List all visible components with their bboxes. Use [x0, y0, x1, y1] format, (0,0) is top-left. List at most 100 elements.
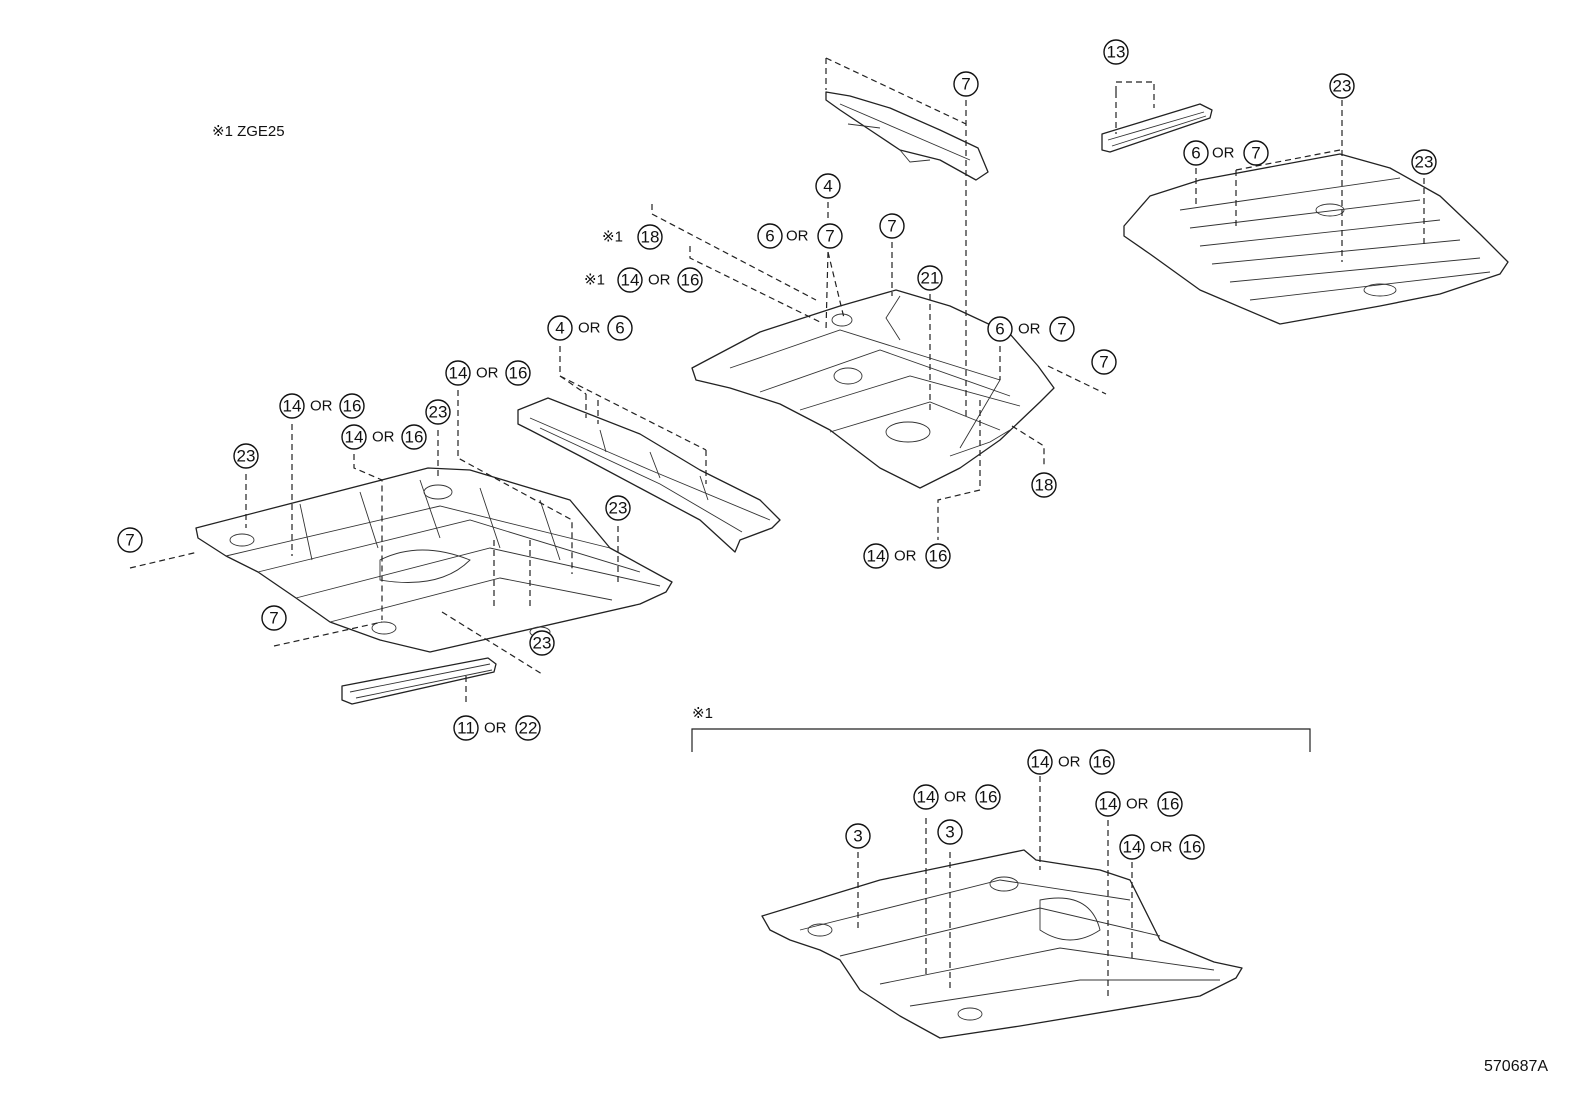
- drawing-code: 570687A: [1484, 1058, 1549, 1075]
- callout-mark1-14-or-16: ※1 14 OR 16: [584, 267, 703, 293]
- svg-text:16: 16: [929, 547, 948, 566]
- callout-7: 7: [261, 605, 287, 631]
- rear-floor-pan: [691, 289, 1055, 489]
- svg-text:※1: ※1: [602, 229, 623, 246]
- callout-11-or-22: 11 OR 22: [453, 715, 541, 741]
- svg-text:OR: OR: [484, 720, 507, 737]
- svg-text:OR: OR: [894, 548, 917, 565]
- callout-7: 7: [879, 213, 905, 239]
- svg-text:6: 6: [765, 227, 774, 246]
- svg-text:18: 18: [1035, 476, 1054, 495]
- callout-3: 3: [845, 823, 871, 849]
- svg-text:14: 14: [1123, 838, 1142, 857]
- inset-front-floor-pan: [761, 849, 1243, 1039]
- svg-text:7: 7: [269, 609, 278, 628]
- svg-text:OR: OR: [1150, 839, 1173, 856]
- callout-3: 3: [937, 819, 963, 845]
- svg-text:4: 4: [823, 177, 832, 196]
- svg-text:OR: OR: [648, 272, 671, 289]
- svg-text:14: 14: [1031, 753, 1050, 772]
- svg-text:11: 11: [457, 719, 475, 738]
- svg-text:OR: OR: [1018, 321, 1041, 338]
- callout-23: 23: [1411, 149, 1437, 175]
- callout-4-or-6: 4 OR 6: [547, 315, 633, 341]
- svg-text:7: 7: [1099, 353, 1108, 372]
- callout-21: 21: [917, 265, 943, 291]
- svg-text:7: 7: [1057, 320, 1066, 339]
- callout-23: 23: [425, 399, 451, 425]
- callout-7: 7: [953, 71, 979, 97]
- svg-text:14: 14: [917, 788, 936, 807]
- luggage-floor-pan: [1123, 153, 1509, 325]
- svg-text:7: 7: [125, 531, 134, 550]
- callout-7: 7: [1091, 349, 1117, 375]
- svg-text:16: 16: [1183, 838, 1202, 857]
- svg-text:23: 23: [237, 447, 256, 466]
- svg-text:3: 3: [853, 827, 862, 846]
- callouts: 13 23 23 6 OR 7 7 4 6 OR 7 7: [117, 39, 1437, 860]
- svg-text:OR: OR: [476, 365, 499, 382]
- svg-text:OR: OR: [1126, 796, 1149, 813]
- callout-14-or-16: 14 OR 16: [1027, 749, 1115, 775]
- svg-text:14: 14: [621, 271, 640, 290]
- svg-text:14: 14: [449, 364, 468, 383]
- callout-7: 7: [117, 527, 143, 553]
- callout-13: 13: [1103, 39, 1129, 65]
- svg-text:OR: OR: [310, 398, 333, 415]
- callout-23: 23: [529, 630, 555, 656]
- callout-18: 18: [1031, 472, 1057, 498]
- svg-text:OR: OR: [372, 429, 395, 446]
- svg-text:23: 23: [609, 499, 628, 518]
- front-floor-pan: [195, 467, 673, 653]
- callout-14-or-16: 14 OR 16: [445, 360, 531, 386]
- callout-23: 23: [1329, 73, 1355, 99]
- svg-text:OR: OR: [1212, 145, 1235, 162]
- callout-4: 4: [815, 173, 841, 199]
- svg-text:OR: OR: [1058, 754, 1081, 771]
- svg-text:7: 7: [825, 227, 834, 246]
- upper-crossmember: [825, 91, 989, 181]
- svg-text:22: 22: [519, 719, 538, 738]
- callout-14-or-16: 14 OR 16: [279, 393, 365, 419]
- callout-14-or-16: 14 OR 16: [913, 784, 1001, 810]
- svg-text:6: 6: [995, 320, 1004, 339]
- svg-text:16: 16: [1161, 795, 1180, 814]
- svg-text:7: 7: [887, 217, 896, 236]
- svg-text:6: 6: [1191, 144, 1200, 163]
- svg-text:3: 3: [945, 823, 954, 842]
- svg-text:23: 23: [1415, 153, 1434, 172]
- svg-text:21: 21: [921, 269, 940, 288]
- front-sill-member: [341, 657, 497, 705]
- svg-text:23: 23: [429, 403, 448, 422]
- svg-text:23: 23: [1333, 77, 1352, 96]
- svg-text:OR: OR: [944, 789, 967, 806]
- svg-text:14: 14: [345, 428, 364, 447]
- callout-mark1-18: ※1 18: [602, 224, 663, 250]
- svg-text:※1: ※1: [584, 272, 605, 289]
- svg-text:23: 23: [533, 634, 552, 653]
- center-tunnel-member: [517, 397, 781, 553]
- svg-text:16: 16: [681, 271, 700, 290]
- callout-14-or-16: 14 OR 16: [863, 543, 951, 569]
- svg-text:14: 14: [1099, 795, 1118, 814]
- rear-reinforcement: [1101, 103, 1213, 153]
- svg-text:13: 13: [1107, 43, 1126, 62]
- leader-lines: [129, 57, 1425, 1000]
- svg-text:7: 7: [961, 75, 970, 94]
- svg-text:18: 18: [641, 228, 660, 247]
- callout-23: 23: [605, 495, 631, 521]
- svg-text:14: 14: [283, 397, 302, 416]
- svg-text:OR: OR: [786, 228, 809, 245]
- callout-14-or-16: 14 OR 16: [1119, 834, 1205, 860]
- callout-14-or-16: 14 OR 16: [1095, 791, 1183, 817]
- callout-6-or-7: 6 OR 7: [987, 316, 1075, 342]
- callout-23: 23: [233, 443, 259, 469]
- inset-label: ※1: [692, 705, 713, 722]
- svg-text:16: 16: [405, 428, 424, 447]
- svg-text:OR: OR: [578, 320, 601, 337]
- svg-text:4: 4: [555, 319, 564, 338]
- svg-text:16: 16: [1093, 753, 1112, 772]
- callout-6-or-7: 6 OR 7: [757, 223, 843, 249]
- svg-text:6: 6: [615, 319, 624, 338]
